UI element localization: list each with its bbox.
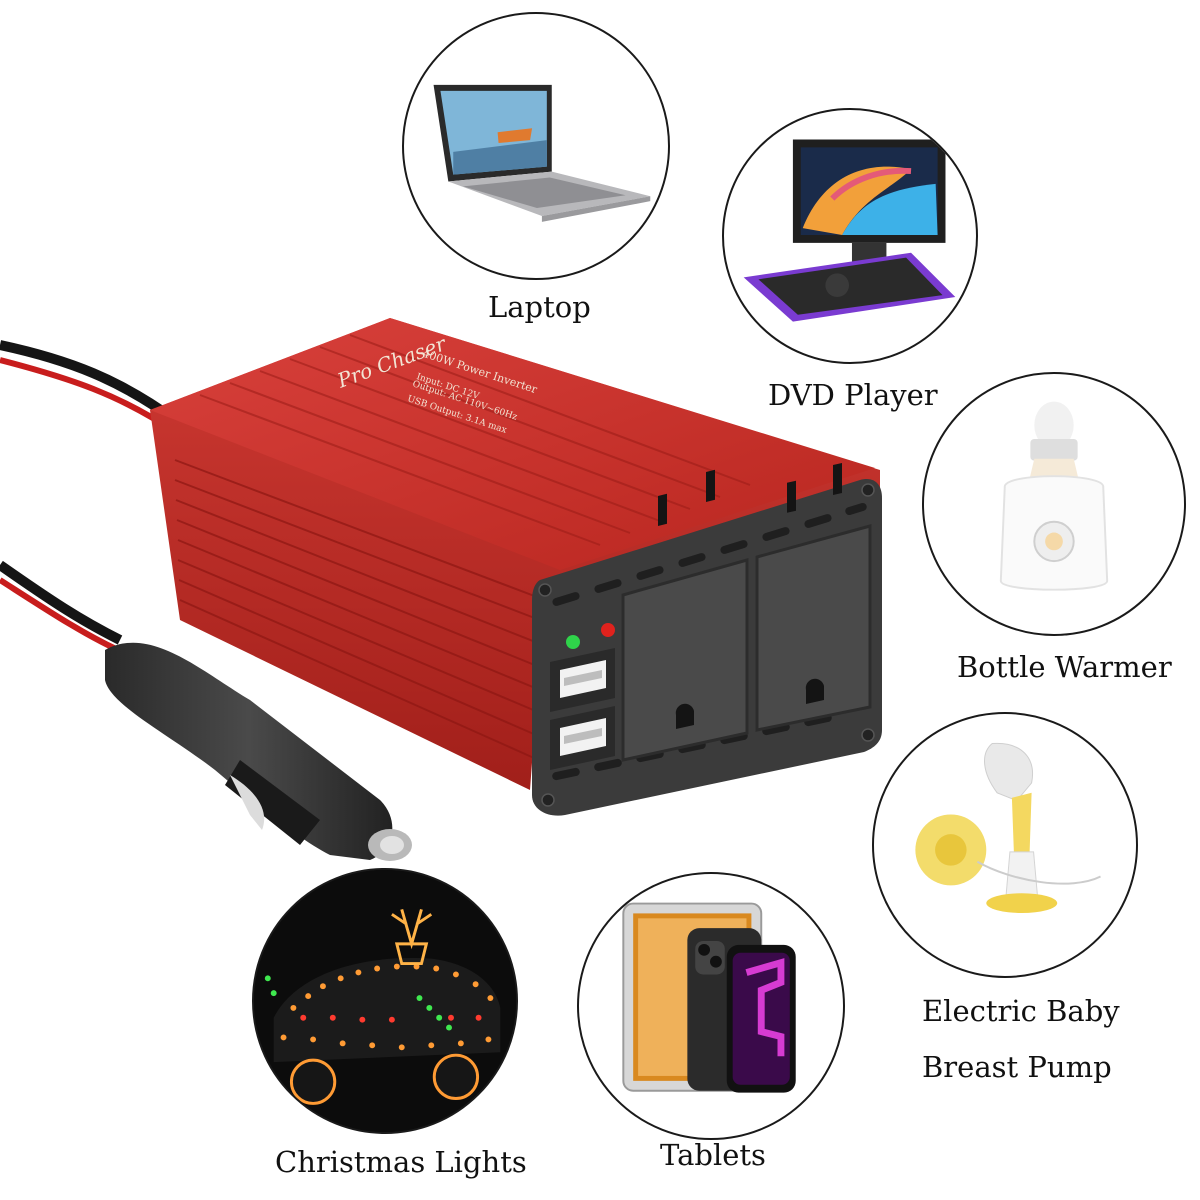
breast-pump-circle: [872, 712, 1138, 978]
bottle-warmer-circle: [922, 372, 1186, 636]
inverter-body: [150, 318, 882, 816]
bottle-warmer-icon: [999, 401, 1109, 591]
breast-pump-label-line1: Electric Baby: [922, 994, 1120, 1028]
dc-cable: [0, 340, 178, 653]
laptop-circle: [402, 12, 670, 280]
tablets-circle: [577, 872, 845, 1140]
christmas-lights-label: Christmas Lights: [275, 1145, 527, 1179]
laptop-icon: [433, 84, 651, 222]
ac-outlet-1: [621, 469, 749, 762]
christmas-lights-circle: [252, 868, 518, 1134]
tablets-label: Tablets: [660, 1138, 766, 1172]
green-led: [566, 635, 580, 649]
ac-outlet-2: [755, 463, 872, 732]
breast-pump-label-line2: Breast Pump: [922, 1050, 1112, 1084]
christmas-lights-icon: [254, 870, 516, 1132]
dvd-player-label: DVD Player: [768, 378, 938, 412]
tablet-icon: [622, 902, 796, 1093]
dvd-player-circle: [722, 108, 978, 364]
red-led: [601, 623, 615, 637]
cigarette-lighter-plug: [105, 642, 412, 861]
dvd-player-icon: [743, 139, 956, 322]
laptop-label: Laptop: [488, 290, 591, 324]
bottle-warmer-label: Bottle Warmer: [957, 650, 1172, 684]
breast-pump-icon: [915, 743, 1101, 913]
usb-ports: [550, 648, 615, 770]
